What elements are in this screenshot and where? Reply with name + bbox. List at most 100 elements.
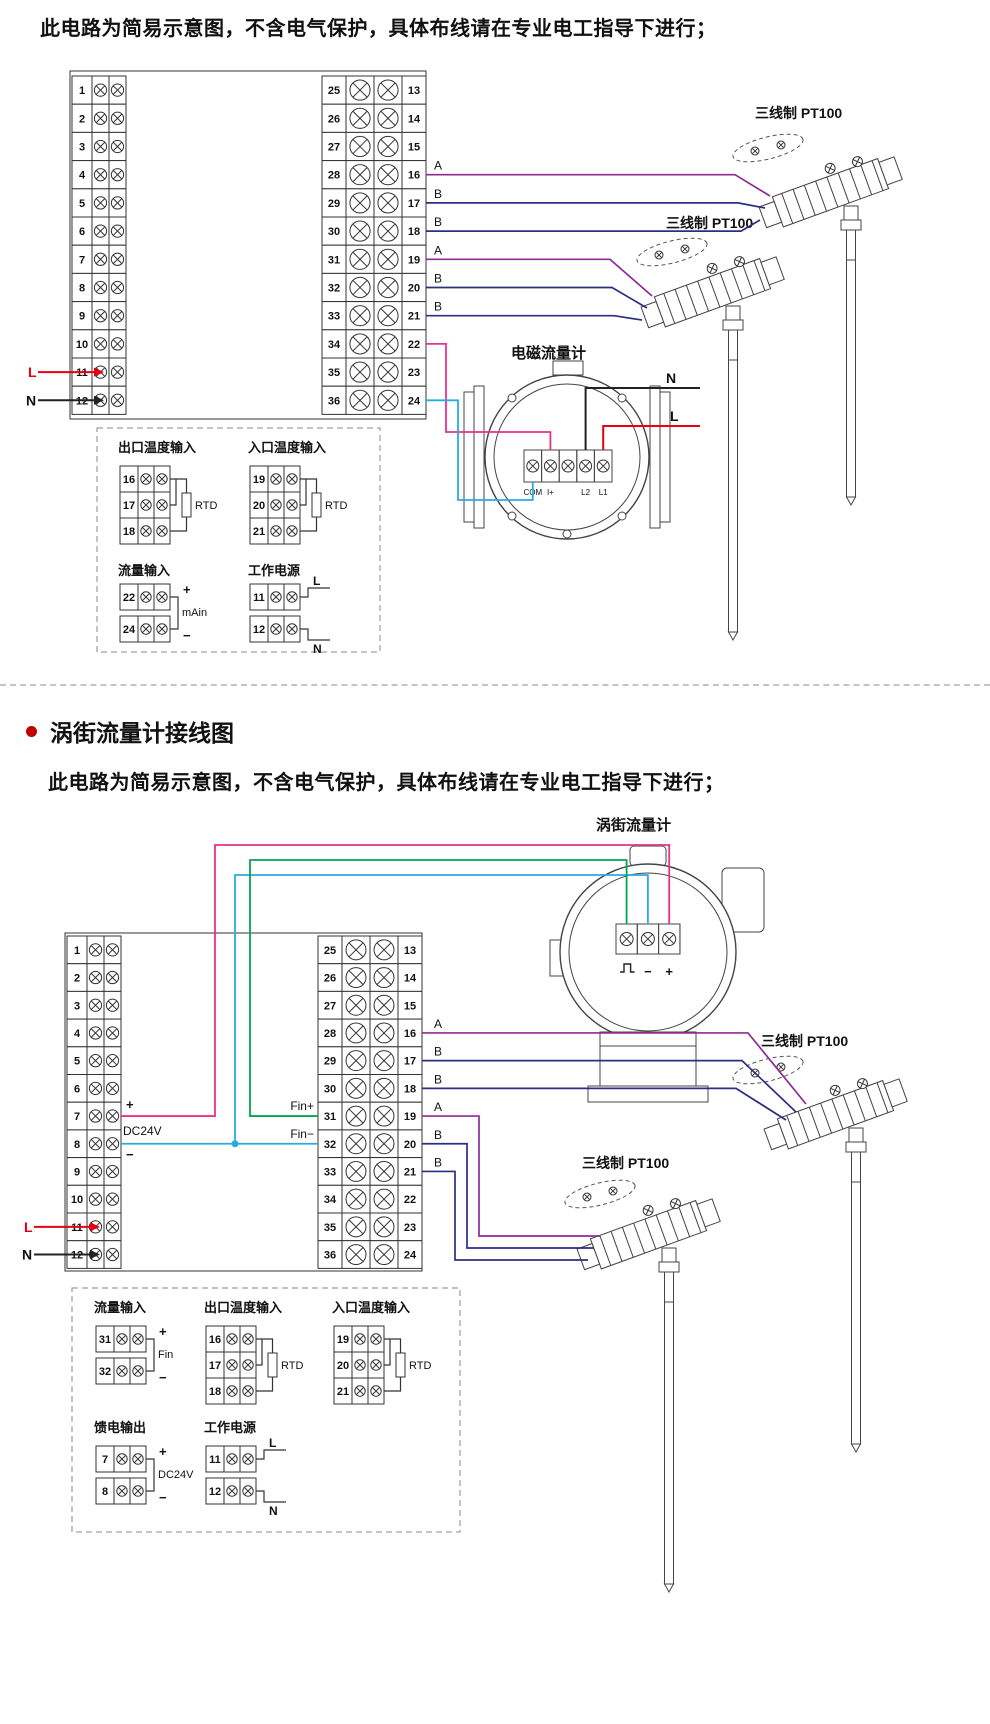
terminal-row: 8 (95, 1477, 147, 1505)
power-N: N (269, 1504, 278, 1518)
terminal-number: 35 (324, 1222, 336, 1234)
terminal-number: 24 (123, 624, 136, 636)
fin-minus-label: Fin− (290, 1127, 314, 1141)
wire (426, 314, 643, 321)
terminal-number: 8 (79, 283, 85, 295)
terminal-number: 4 (74, 1028, 81, 1040)
wire-label: B (434, 1045, 442, 1059)
terminal-number: 18 (404, 1083, 416, 1095)
wire-label: B (434, 187, 442, 201)
terminal-number: 22 (408, 339, 420, 351)
terminal-number: 25 (328, 85, 340, 97)
wire-arrowhead (94, 395, 104, 405)
wire (300, 479, 307, 506)
detail-title-inlet: 入口温度输入 (332, 1300, 410, 1315)
pt100-sensor-2 (636, 237, 785, 642)
terminal-number: 18 (209, 1386, 221, 1398)
flow-minus: − (159, 1370, 167, 1385)
wire-label: B (434, 1128, 442, 1142)
wire (300, 517, 318, 532)
section2-heading: 涡街流量计接线图 (26, 714, 234, 748)
terminal-number: 13 (404, 945, 416, 957)
pt100-sensor-1 (732, 133, 903, 507)
wire-label: A (434, 159, 442, 173)
section-divider (0, 684, 990, 686)
terminal-number: 36 (328, 395, 340, 407)
terminal-number: 27 (328, 142, 340, 154)
connection-head (640, 256, 785, 329)
terminal-number: 10 (71, 1194, 83, 1206)
wire (170, 517, 188, 532)
terminal-number: 28 (328, 170, 340, 182)
pt100-label-1: 三线制 PT100 (761, 1033, 848, 1049)
dc24v-label: DC24V (123, 1124, 162, 1138)
terminal-number: 9 (74, 1166, 80, 1178)
terminal-row: 7 (95, 1445, 147, 1473)
wire (426, 219, 761, 232)
terminal-number: 28 (324, 1028, 336, 1040)
detail-title-flow: 流量输入 (118, 563, 170, 578)
power-N: N (313, 642, 322, 656)
terminal-number: 1 (79, 85, 85, 97)
terminal-row: 12 (205, 1477, 257, 1505)
terminal-number: 29 (324, 1056, 336, 1068)
terminal-number: 19 (408, 254, 420, 266)
terminal-number: 23 (404, 1222, 416, 1234)
terminal-row: 16 (119, 465, 171, 493)
terminal-number: 19 (253, 474, 265, 486)
probe-tip (845, 496, 857, 507)
terminal-number: 16 (123, 474, 135, 486)
flow-plus: + (159, 1324, 167, 1339)
bullet-icon (26, 725, 37, 737)
terminal-number: 18 (408, 226, 420, 238)
flow-minus: − (183, 628, 191, 643)
terminal-number: 2 (74, 973, 80, 985)
vortex-flowmeter: −+ (549, 845, 765, 1103)
wire (256, 1449, 286, 1460)
terminal-number: 13 (408, 85, 420, 97)
power-L: L (269, 1436, 276, 1450)
wire (602, 425, 700, 450)
flowmeter-label: 电磁流量计 (511, 344, 586, 362)
wire (256, 1338, 274, 1353)
connection-head (758, 156, 903, 229)
wire-arrowhead (90, 1222, 100, 1232)
warning-text-2: 此电路为简易示意图，不含电气保护，具体布线请在专业电工指导下进行； (48, 772, 725, 794)
section2-title: 涡街流量计接线图 (50, 720, 234, 746)
terminal-number: 30 (324, 1083, 336, 1095)
probe (851, 1151, 861, 1445)
wire (146, 1338, 155, 1372)
terminal-number: 32 (328, 283, 340, 295)
probe-tip (850, 1443, 862, 1454)
detail-title-outlet: 出口温度输入 (118, 440, 196, 455)
terminal-number: 16 (408, 170, 420, 182)
wire (426, 286, 648, 309)
terminal-detail-box-1: 出口温度输入入口温度输入161718RTD192021RTD流量输入工作电源22… (96, 427, 381, 656)
wire (422, 1059, 797, 1113)
meter-terminal-label: I+ (547, 488, 554, 497)
wire-label: B (434, 1155, 442, 1169)
terminal-number: 10 (76, 339, 88, 351)
wire (422, 1170, 588, 1261)
wire (426, 343, 552, 450)
wire (384, 1338, 402, 1353)
wire (422, 1032, 807, 1105)
terminal-number: 25 (324, 945, 336, 957)
wire (422, 1087, 787, 1121)
terminal-number: 18 (123, 526, 135, 538)
cap-chain (564, 1179, 636, 1209)
wire (146, 1458, 155, 1492)
detail-title-feed: 馈电输出 (94, 1420, 146, 1435)
terminal-number: 4 (79, 170, 86, 182)
terminal-number: 34 (324, 1194, 337, 1206)
wire (170, 478, 188, 493)
terminal-number: 26 (328, 113, 340, 125)
wire-label: B (434, 215, 442, 229)
terminal-row: 21 (249, 517, 301, 545)
meter-plus: + (665, 964, 673, 979)
terminal-number: 31 (99, 1334, 111, 1346)
rtd-resistor (267, 1352, 278, 1378)
terminal-number: 11 (209, 1454, 221, 1466)
wire-arrowhead (94, 367, 104, 377)
